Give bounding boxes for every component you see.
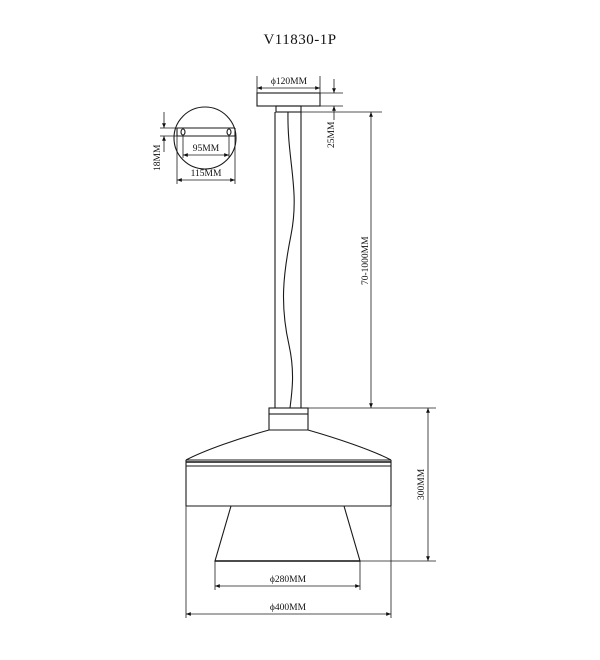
plate-height-label: 18MM [153,144,163,171]
canopy-height-label: 25MM [327,121,337,148]
suspension: 70-1000MM [274,111,382,409]
shade-dome [185,429,392,461]
shade-cap [268,407,309,415]
shade-inner-diffuser [214,505,361,562]
detail-circle [173,106,237,170]
plate-width-label: 115MM [191,169,222,179]
hole-spacing-label: 95MM [193,144,220,154]
detail-hole [226,128,232,136]
inner-diameter-label: ϕ280MM [270,575,307,585]
shade-dimensions: 300MM ϕ280MM ϕ400MM [185,407,436,618]
outer-diameter-label: ϕ400MM [270,603,307,613]
power-cable [282,111,295,409]
mounting-detail: 18MM 95MM 115MM [153,106,237,184]
model-title: V11830-1P [263,32,336,48]
shade-height-label: 300MM [417,468,427,500]
canopy: ϕ120MM 25MM [256,76,343,148]
canopy-collar [275,105,302,113]
detail-hole [180,128,186,136]
lamp-shade [185,407,392,562]
rod-length-label: 70-1000MM [361,236,371,285]
canopy-body [256,92,321,107]
canopy-diameter-label: ϕ120MM [271,77,308,87]
shade-cap-neck [268,414,309,430]
